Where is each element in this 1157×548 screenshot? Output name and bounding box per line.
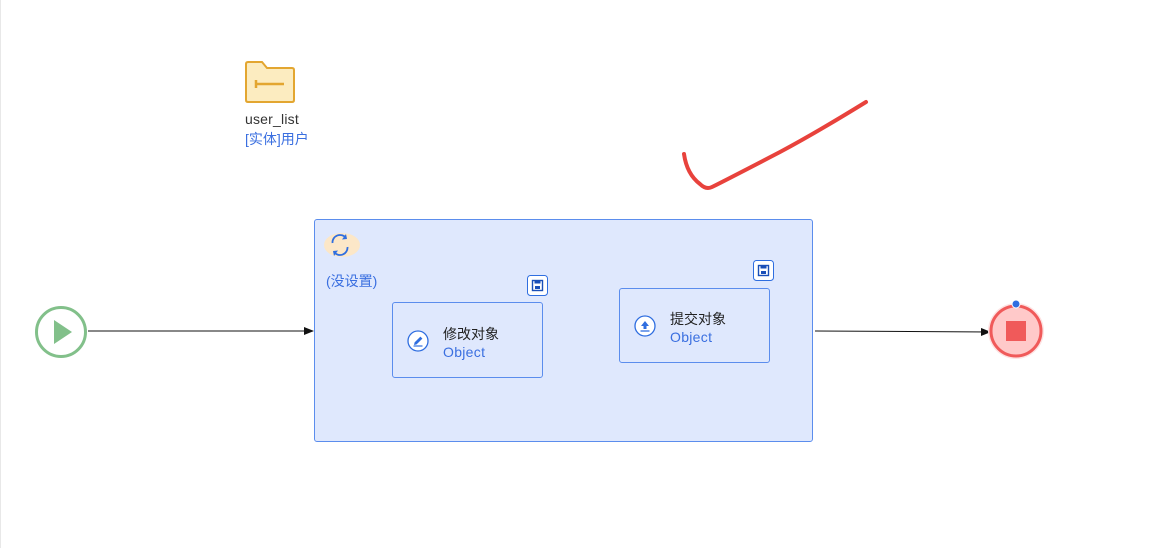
variable-node[interactable]: user_list [实体]用户 [244, 60, 344, 150]
connector-loop-to-end[interactable] [814, 327, 991, 336]
task-subtitle: Object [670, 329, 713, 345]
variable-type: [实体]用户 [245, 131, 309, 147]
task-title: 提交对象 [670, 311, 726, 327]
variable-name: user_list [245, 111, 299, 127]
task-title: 修改对象 [443, 326, 499, 342]
loop-refresh-icon[interactable] [324, 232, 362, 258]
task-subtitle: Object [443, 344, 486, 360]
canvas-left-border [0, 0, 1, 548]
end-event[interactable] [985, 299, 1047, 362]
stop-icon [988, 299, 1044, 359]
edit-pen-icon [407, 330, 429, 352]
folder-icon [245, 61, 295, 103]
save-icon[interactable] [527, 275, 548, 296]
task-modify-object[interactable]: 修改对象 Object [392, 302, 543, 378]
upload-icon [634, 315, 656, 337]
save-icon[interactable] [753, 260, 774, 281]
task-submit-object[interactable]: 提交对象 Object [619, 288, 770, 363]
play-icon [35, 306, 87, 358]
start-event[interactable] [34, 305, 88, 359]
checkmark-annotation [682, 100, 868, 190]
loop-condition-label: (没设置) [326, 273, 378, 289]
